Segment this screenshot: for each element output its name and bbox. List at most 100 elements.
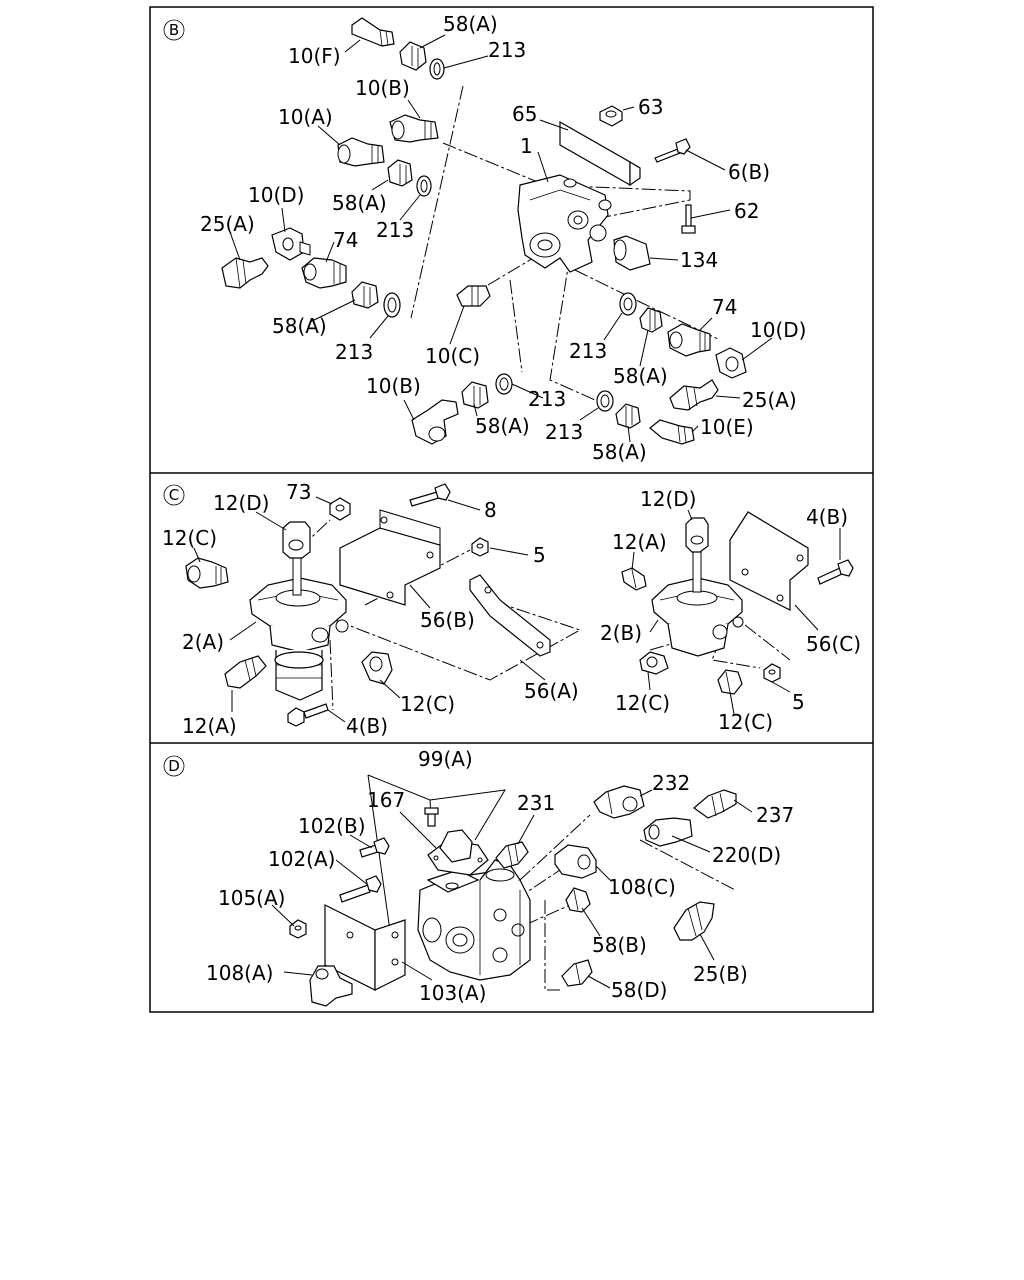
callout-label: 220(D) [712,843,781,867]
chain-line [549,254,596,401]
fitting-58a [639,307,663,333]
callout-labels-b: 10(F) 58(A) 213 10(B) 10(A) 65 63 1 6(B)… [200,12,806,464]
callout-label: 58(B) [592,933,647,957]
callout-label: 8 [484,498,497,522]
connector-10f [351,17,395,47]
chain-line [639,839,736,891]
callout-label: 102(A) [268,847,335,871]
connector-232 [593,785,645,819]
callout-label: 213 [376,218,414,242]
chain-line [410,85,464,319]
switch-25b [673,901,715,941]
section-marker-b: B [163,19,185,41]
fitting-58a [615,403,641,429]
callout-label: 102(B) [298,814,366,838]
connector-12d [282,521,311,559]
callout-label: 1 [520,134,533,158]
callout-label: 58(A) [592,440,647,464]
elbow-108c [554,844,597,879]
callout-label: 62 [734,199,759,223]
section-marker-d-letter: D [168,757,180,775]
callout-label: 10(B) [366,374,421,398]
callout-label: 99(A) [418,747,473,771]
chain-line [442,142,691,219]
callout-label: 5 [792,690,805,714]
bracket-56c [729,511,809,611]
callout-label: 213 [545,420,583,444]
callout-label: 2(A) [182,630,224,654]
callout-label: 63 [638,95,663,119]
callout-label: 10(F) [288,44,341,68]
callout-label: 74 [712,295,737,319]
chain-line [329,639,334,711]
nut-5 [471,537,489,557]
connector-10b [411,399,459,445]
relay-valve-2b [651,547,744,657]
callout-label: 167 [367,788,405,812]
bracket-103a [324,904,406,991]
callout-label: 237 [756,803,794,827]
callout-label: 12(A) [612,530,667,554]
nut-73 [329,497,351,521]
fitting-58a [399,41,427,71]
bolt-102b [359,837,390,858]
callout-labels-c: 12(D) 73 8 12(C) 5 56(B) 2(A) 56(A) 12(C… [162,480,861,738]
tee-74 [301,257,347,289]
bolt-8 [409,483,451,507]
bolt-4b [817,559,854,585]
elbow-58b [565,887,591,913]
chain-line [519,814,591,881]
callout-label: 6(B) [728,160,770,184]
cover-167 [427,829,489,876]
callout-label: 105(A) [218,886,285,910]
callout-label: 58(A) [443,12,498,36]
callout-labels-d: 99(A) 167 231 232 237 102(B) 102(A) 220(… [206,747,794,1005]
leader-lines-d [271,789,753,989]
switch-25a [221,257,269,289]
section-marker-c-letter: C [169,486,179,504]
callout-label: 213 [335,340,373,364]
callout-label: 232 [652,771,690,795]
connector-10d [715,347,747,379]
section-d: D [163,747,794,1007]
callout-label: 65 [512,102,537,126]
connector-12c [185,557,229,589]
chain-line [509,279,523,373]
bolt-62 [681,204,696,234]
callout-label: 4(B) [806,505,848,529]
connector-10b [389,114,439,143]
connector-231 [495,841,529,869]
bolt-102a [339,875,382,903]
bracket-65 [559,120,641,187]
callout-label: 231 [517,791,555,815]
chain-line [524,904,571,926]
bracket-56a [469,574,551,657]
callout-label: 73 [286,480,311,504]
section-marker-d: D [163,755,185,777]
callout-label: 58(A) [475,414,530,438]
relay-valve-body [517,174,612,273]
fitting-58a [387,159,413,187]
callout-label: 12(C) [400,692,455,716]
section-b: B [163,12,806,464]
callout-label: 12(C) [162,526,217,550]
callout-label: 12(D) [213,491,269,515]
callout-label: 12(A) [182,714,237,738]
chain-line [544,900,560,991]
callout-label: 58(D) [611,978,667,1002]
section-marker-b-letter: B [169,21,179,39]
connector-10a [337,137,385,167]
connector-10d [271,227,311,261]
plug-134 [613,235,651,271]
relay-valve-2a [249,554,349,701]
screw-99a [424,807,439,827]
nut-5 [763,663,781,683]
nut-63 [599,105,623,127]
switch-25a [669,379,719,411]
callout-label: 10(B) [355,76,410,100]
fitting-58a [351,281,379,309]
callout-label: 74 [333,228,358,252]
callout-label: 10(A) [278,105,333,129]
fitting-58a [461,381,489,409]
